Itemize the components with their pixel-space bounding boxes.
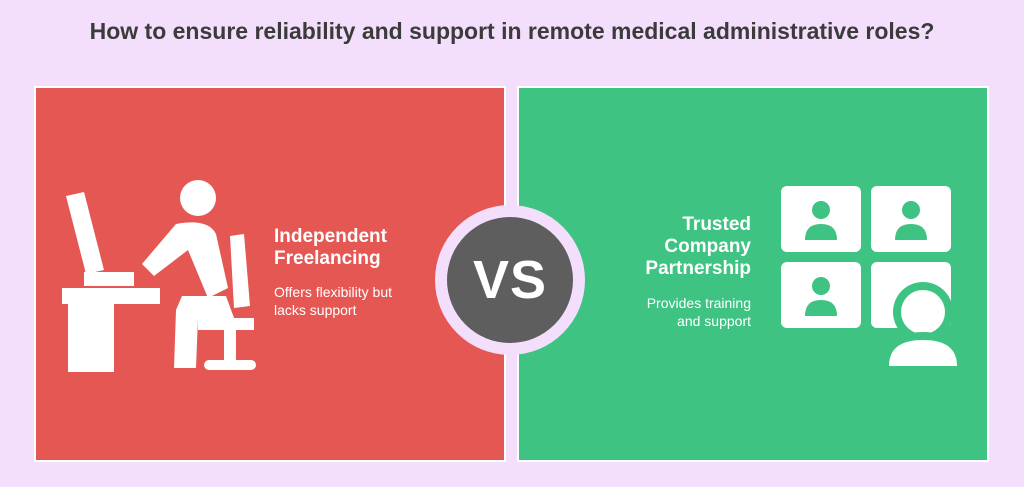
right-description: Provides training and support [601, 294, 751, 330]
left-description: Offers flexibility but lacks support [274, 283, 414, 319]
right-heading-line-1: Trusted [682, 214, 751, 235]
page-title: How to ensure reliability and support in… [89, 18, 935, 44]
left-heading-line-1: Independent [274, 226, 387, 247]
right-heading-line-3: Partnership [645, 258, 751, 279]
freelancer-at-desk-icon [62, 180, 256, 372]
vs-badge: VS [435, 205, 585, 355]
video-conference-team-icon [781, 186, 963, 368]
right-desc-line-1: Provides training [646, 295, 751, 311]
left-desc-line-2: lacks support [274, 302, 357, 318]
vs-label: VS [472, 250, 548, 310]
right-desc-line-2: and support [677, 313, 751, 329]
left-heading-line-2: Freelancing [274, 248, 381, 269]
trusted-company-partnership-panel: Trusted Company Partnership Provides tra… [517, 86, 989, 462]
vs-circle: VS [447, 217, 573, 343]
right-heading: Trusted Company Partnership [581, 214, 751, 280]
left-heading: Independent Freelancing [274, 226, 424, 270]
independent-freelancing-panel: Independent Freelancing Offers flexibili… [34, 86, 506, 462]
left-desc-line-1: Offers flexibility but [274, 284, 393, 300]
right-heading-line-2: Company [664, 236, 751, 257]
